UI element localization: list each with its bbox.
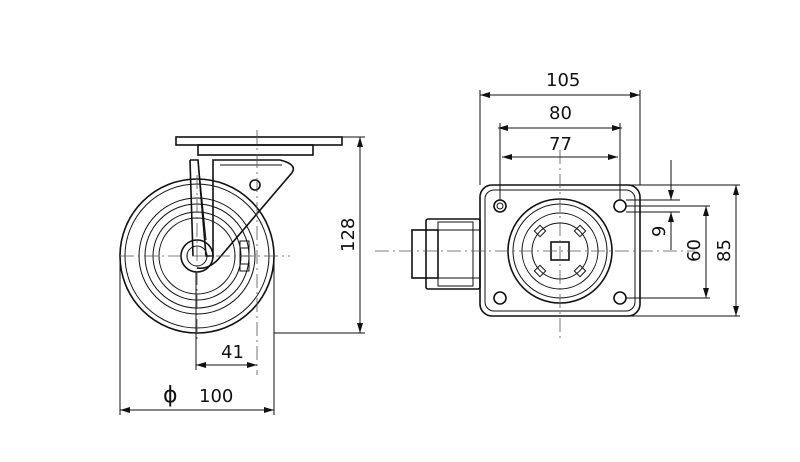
swivel-head-side xyxy=(197,144,314,156)
dimension-hole-spacing-inner: 77 xyxy=(502,134,618,160)
dim-phi-symbol: ϕ xyxy=(163,383,178,408)
dim-128-text: 128 xyxy=(338,218,359,252)
wheel-projection-top xyxy=(411,218,481,290)
dim-100-text: 100 xyxy=(199,386,233,407)
side-view xyxy=(119,130,365,415)
dim-60-text: 60 xyxy=(684,239,705,262)
dim-41-text: 41 xyxy=(221,342,244,363)
top-plate-side xyxy=(175,136,343,146)
dim-85-text: 85 xyxy=(714,239,735,262)
dimension-wheel-diameter: ϕ 100 xyxy=(120,383,274,413)
dimension-plate-width: 105 xyxy=(480,70,640,98)
dim-80-text: 80 xyxy=(549,103,572,124)
dimension-plate-length: 85 xyxy=(714,185,739,316)
dimension-hole-spacing-vertical: 60 xyxy=(684,206,709,298)
dimension-overall-height: 128 xyxy=(338,137,363,333)
dim-9-text: 9 xyxy=(649,226,670,237)
dimension-hole-spacing-outer: 80 xyxy=(498,103,622,131)
dim-77-text: 77 xyxy=(549,134,572,155)
dimension-hole-diameter: 9 xyxy=(649,160,674,250)
dim-105-text: 105 xyxy=(546,70,580,91)
dimension-side-offset: 41 xyxy=(196,342,257,368)
fork-side xyxy=(189,159,295,270)
top-view xyxy=(375,90,740,340)
